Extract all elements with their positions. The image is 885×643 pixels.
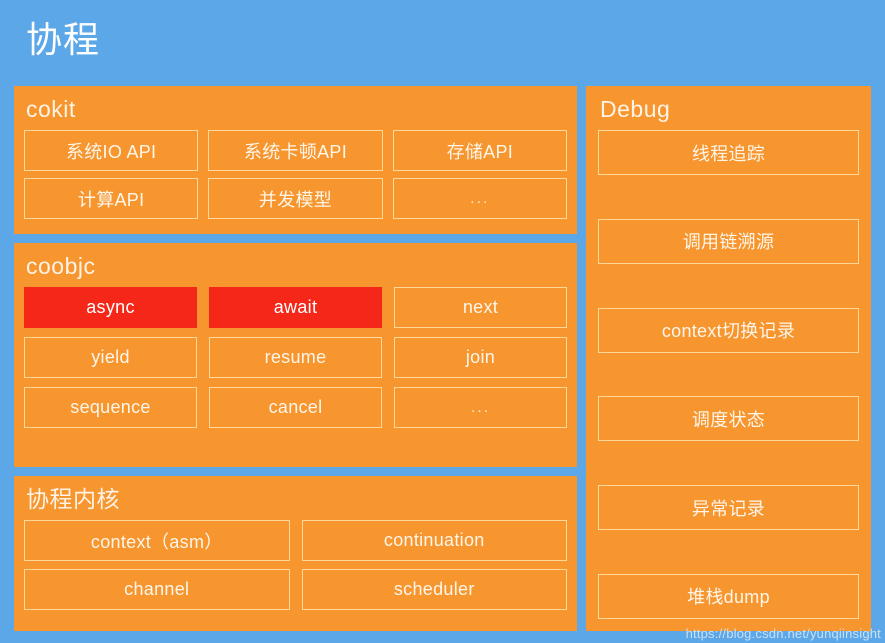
- cokit-item-compute-api[interactable]: 计算API: [24, 178, 199, 219]
- debug-item-list: 线程追踪 调用链溯源 context切换记录 调度状态 异常记录 堆栈dump: [598, 130, 859, 621]
- cokit-item-system-lag-api[interactable]: 系统卡顿API: [208, 130, 383, 171]
- cokit-item-system-io-api[interactable]: 系统IO API: [24, 130, 199, 171]
- coobjc-item-more[interactable]: ...: [394, 387, 567, 428]
- coobjc-item-yield[interactable]: yield: [24, 337, 197, 378]
- coobjc-item-async[interactable]: async: [24, 287, 197, 328]
- columns-container: cokit 系统IO API 系统卡顿API 存储API 计算API 并发模型 …: [14, 86, 871, 631]
- debug-item-schedule-state[interactable]: 调度状态: [598, 396, 859, 442]
- panel-debug-title: Debug: [600, 96, 671, 122]
- panel-cokit-title: cokit: [26, 96, 76, 122]
- panel-cokit: cokit 系统IO API 系统卡顿API 存储API 计算API 并发模型 …: [14, 86, 577, 234]
- debug-item-context-switch-log[interactable]: context切换记录: [598, 307, 859, 353]
- panel-coroutine-kernel: 协程内核 context（asm） continuation channel s…: [14, 476, 577, 631]
- debug-item-thread-trace[interactable]: 线程追踪: [598, 130, 859, 175]
- coobjc-item-resume[interactable]: resume: [209, 337, 382, 378]
- page-title: 协程: [26, 19, 101, 60]
- panel-coobjc-title: coobjc: [26, 253, 96, 279]
- panel-kernel-title: 协程内核: [26, 486, 120, 512]
- kernel-item-channel[interactable]: channel: [24, 569, 290, 610]
- cokit-item-storage-api[interactable]: 存储API: [392, 130, 567, 171]
- left-column: cokit 系统IO API 系统卡顿API 存储API 计算API 并发模型 …: [14, 86, 577, 631]
- right-column: Debug 线程追踪 调用链溯源 context切换记录 调度状态 异常记录 堆…: [586, 86, 871, 631]
- kernel-item-scheduler[interactable]: scheduler: [301, 569, 567, 610]
- coobjc-item-sequence[interactable]: sequence: [24, 387, 197, 428]
- debug-item-exception-log[interactable]: 异常记录: [598, 485, 859, 531]
- cokit-item-grid: 系统IO API 系统卡顿API 存储API 计算API 并发模型 ...: [24, 130, 567, 219]
- debug-item-call-chain-trace[interactable]: 调用链溯源: [598, 218, 859, 264]
- kernel-item-continuation[interactable]: continuation: [301, 520, 567, 561]
- debug-item-stack-dump[interactable]: 堆栈dump: [598, 573, 859, 619]
- coobjc-item-join[interactable]: join: [394, 337, 567, 378]
- coobjc-item-await[interactable]: await: [209, 287, 382, 328]
- coobjc-item-next[interactable]: next: [394, 287, 567, 328]
- cokit-item-concurrency-model[interactable]: 并发模型: [208, 178, 383, 219]
- coobjc-item-cancel[interactable]: cancel: [209, 387, 382, 428]
- cokit-item-more[interactable]: ...: [392, 178, 567, 219]
- kernel-item-context-asm[interactable]: context（asm）: [24, 520, 290, 561]
- panel-debug: Debug 线程追踪 调用链溯源 context切换记录 调度状态 异常记录 堆…: [586, 86, 871, 631]
- panel-coobjc: coobjc async await next yield resume joi…: [14, 243, 577, 467]
- kernel-item-grid: context（asm） continuation channel schedu…: [24, 520, 567, 610]
- coobjc-item-grid: async await next yield resume join seque…: [24, 287, 567, 428]
- watermark: https://blog.csdn.net/yunqiinsight: [685, 626, 881, 641]
